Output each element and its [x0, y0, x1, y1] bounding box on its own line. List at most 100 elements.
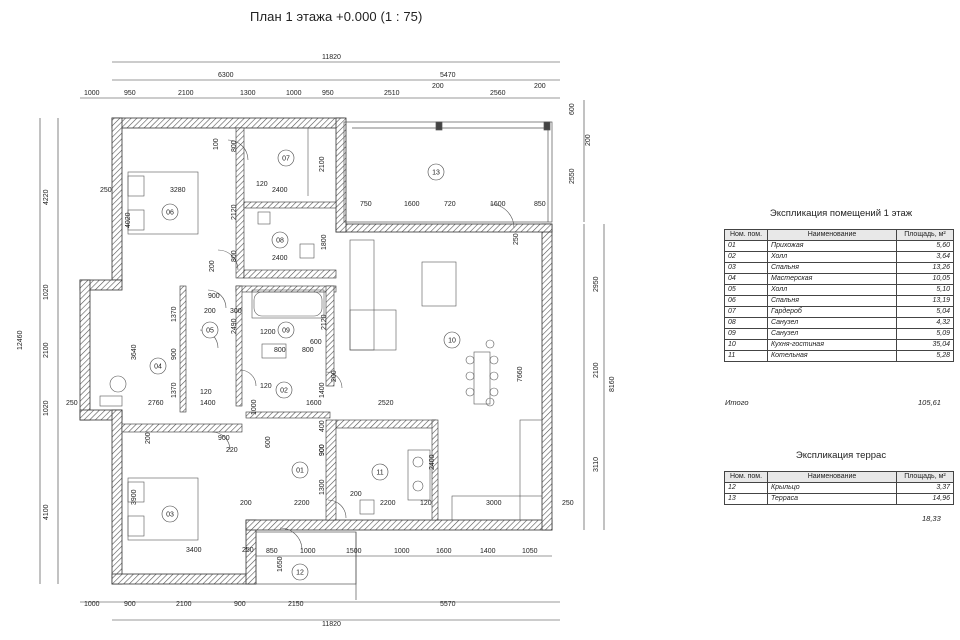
inner-dimension-label: 1600: [404, 201, 420, 208]
inner-dimension-label: 720: [444, 201, 456, 208]
dim-left-seg: 2100: [43, 342, 50, 358]
dim-top-overall: 11820: [322, 54, 341, 61]
dim-bottom-inner: 1500: [346, 548, 362, 555]
dim-right-seg: 2950: [593, 276, 600, 292]
inner-dimension-label: 2120: [321, 314, 328, 330]
room-name-cell: Мастерская: [767, 273, 897, 285]
room-number-label: 02: [280, 388, 288, 395]
inner-dimension-label: 200: [240, 500, 252, 507]
room-number-cell: 03: [724, 262, 768, 274]
dim-top-seg: 950: [124, 90, 136, 97]
room-area-cell: 13,19: [896, 295, 954, 307]
inner-dimension-label: 1600: [306, 400, 322, 407]
inner-dimension-label: 200: [350, 491, 362, 498]
inner-dimension-label: 400: [319, 420, 326, 432]
doors: [199, 139, 515, 551]
dim-top-seg: 1300: [240, 90, 256, 97]
room-area-cell: 3,37: [896, 482, 954, 494]
inner-dimension-label: 200: [331, 370, 338, 382]
room-name-cell: Терраса: [767, 493, 897, 505]
dim-top-seg: 950: [322, 90, 334, 97]
room-number-cell: 01: [724, 240, 768, 252]
dim-top-seg: 1000: [286, 90, 302, 97]
inner-dimension-label: 1800: [321, 234, 328, 250]
inner-dimension-label: 800: [302, 347, 314, 354]
exterior-walls: [79, 117, 553, 585]
room-marker-circle: [161, 505, 179, 523]
dim-left-overall: 12460: [17, 330, 24, 350]
rooms-total-label: Итого: [725, 398, 749, 407]
inner-dimension-label: 250: [100, 187, 112, 194]
room-marker-circle: [277, 149, 295, 167]
room-area-cell: 5,28: [896, 350, 954, 362]
room-marker-circle: [291, 563, 309, 581]
inner-dimension-label: 120: [420, 500, 432, 507]
dim-right-top: 2550: [569, 168, 576, 184]
dim-top-seg: 200: [432, 83, 444, 90]
dim-bottom-inner: 1600: [436, 548, 452, 555]
room-name-cell: Спальня: [767, 262, 897, 274]
room-number-label: 06: [166, 210, 174, 217]
room-number-label: 12: [296, 570, 304, 577]
dim-bottom-overall: 11820: [322, 621, 341, 628]
rooms-table-title: Экспликация помещений 1 этаж: [769, 208, 913, 219]
room-number-label: 13: [432, 170, 440, 177]
inner-dimension-label: 850: [534, 201, 546, 208]
inner-dimension-label: 1400: [319, 382, 326, 398]
inner-dimension-label: 900: [218, 435, 230, 442]
room-number-cell: 08: [724, 317, 768, 329]
header-name: Наименование: [767, 471, 897, 483]
room-marker-circle: [271, 231, 289, 249]
inner-dimension-label: 7660: [517, 366, 524, 382]
inner-dimension-label: 1370: [171, 306, 178, 322]
dim-right-top: 200: [585, 134, 592, 146]
inner-dimension-label: 200: [209, 260, 216, 272]
interior-walls: [121, 127, 439, 521]
room-name-cell: Спальня: [767, 295, 897, 307]
inner-dimension-label: 1400: [200, 400, 216, 407]
room-name-cell: Гардероб: [767, 306, 897, 318]
dim-left-seg: 4220: [43, 189, 50, 205]
dim-bottom-seg: 5570: [440, 601, 456, 608]
dim-left-seg: 1020: [43, 284, 50, 300]
terraces-total-value: 18,33: [922, 514, 941, 523]
room-number-label: 07: [282, 156, 290, 163]
terrace-outline: [343, 121, 553, 223]
room-marker-circle: [443, 331, 461, 349]
room-number-cell: 02: [724, 251, 768, 263]
inner-dimension-label: 200: [145, 432, 152, 444]
terraces-table-header: Ном. пом. Наименование Площадь, м²: [724, 471, 954, 483]
inner-dimension-label: 3400: [186, 547, 202, 554]
room-name-cell: Санузел: [767, 317, 897, 329]
inner-dimension-label: 2400: [272, 255, 288, 262]
room-number-label: 09: [282, 328, 290, 335]
header-area: Площадь, м²: [896, 229, 954, 241]
room-number-label: 04: [154, 364, 162, 371]
room-marker-circle: [291, 461, 309, 479]
dim-bottom-seg: 900: [234, 601, 246, 608]
room-number-label: 08: [276, 238, 284, 245]
room-marker-circle: [275, 381, 293, 399]
dim-top-seg: 1000: [84, 90, 100, 97]
room-number-cell: 07: [724, 306, 768, 318]
room-number-label: 10: [448, 338, 456, 345]
inner-dimension-label: 220: [226, 447, 238, 454]
inner-dimension-label: 2400: [429, 454, 436, 470]
inner-dimension-label: 2520: [378, 400, 394, 407]
dim-bottom-seg: 900: [124, 601, 136, 608]
inner-dimension-label: 3280: [170, 187, 186, 194]
room-name-cell: Крыльцо: [767, 482, 897, 494]
room-number-label: 11: [376, 470, 383, 477]
room-name-cell: Кухня-гостиная: [767, 339, 897, 351]
room-area-cell: 5,09: [896, 328, 954, 340]
rooms-table-header: Ном. пом. Наименование Площадь, м²: [724, 229, 954, 241]
